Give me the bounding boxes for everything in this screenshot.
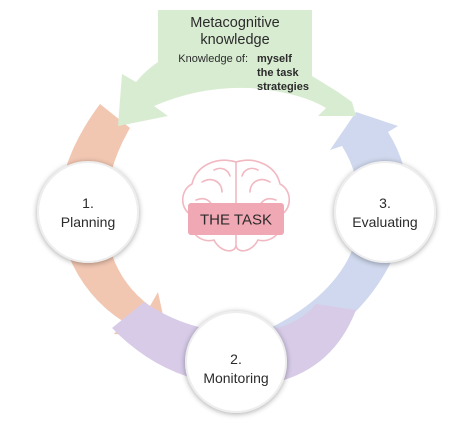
- step-name-planning: Planning: [61, 214, 116, 230]
- knowledge-prefix: Knowledge of:: [178, 53, 248, 65]
- knowledge-item-task: the task: [257, 67, 299, 79]
- knowledge-title-line1: Metacognitive: [190, 15, 279, 31]
- knowledge-item-strategies: strategies: [257, 81, 309, 93]
- step-circle-planning: [37, 161, 139, 263]
- step-name-evaluating: Evaluating: [352, 214, 417, 230]
- step-number-evaluating: 3.: [379, 195, 391, 211]
- step-circle-evaluating: [334, 161, 436, 263]
- knowledge-item-myself: myself: [257, 53, 292, 65]
- step-name-monitoring: Monitoring: [203, 370, 268, 386]
- step-circle-monitoring: [185, 311, 287, 413]
- knowledge-title-line2: knowledge: [200, 32, 269, 48]
- task-label: THE TASK: [200, 212, 272, 229]
- step-number-monitoring: 2.: [230, 351, 242, 367]
- knowledge-arrow: [118, 10, 356, 126]
- step-number-planning: 1.: [82, 195, 94, 211]
- task-box: THE TASK: [188, 203, 284, 235]
